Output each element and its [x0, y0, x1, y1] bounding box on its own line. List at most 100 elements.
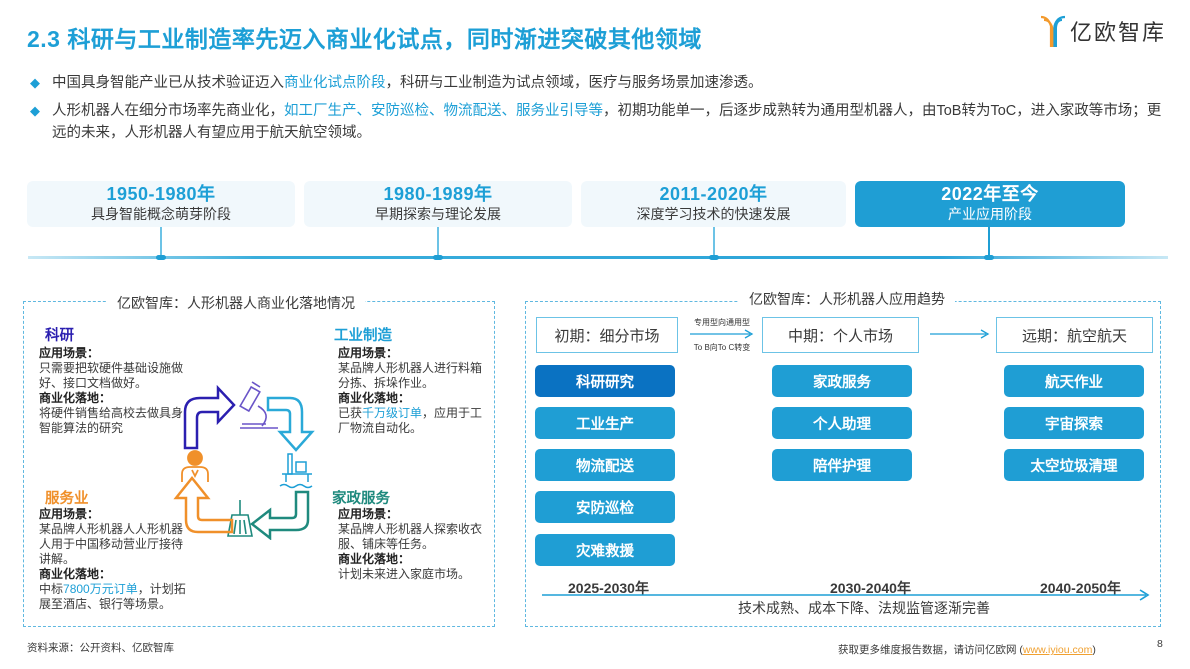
timeline-axis	[28, 256, 1168, 259]
logo-text: 亿欧智库	[1070, 20, 1167, 45]
broom-icon	[227, 500, 253, 537]
scene-label: 应用场景：	[338, 346, 399, 360]
stage-mid: 中期：个人市场	[762, 317, 919, 353]
cycle-diagram	[173, 381, 315, 540]
logo-mark-icon	[1040, 15, 1066, 47]
scene-label: 应用场景：	[39, 346, 100, 360]
trend-panel-title: 亿欧智库：人形机器人应用趋势	[739, 289, 955, 309]
scene-label: 应用场景：	[39, 507, 100, 521]
timeline-dot	[984, 255, 994, 260]
comm-highlight: 千万级订单	[362, 406, 423, 420]
trend-item: 个人助理	[772, 407, 912, 439]
timeline-tick	[713, 227, 715, 257]
trend-item: 太空垃圾清理	[1004, 449, 1144, 481]
more-info-text: 获取更多维度报告数据，请访问亿欧网 (	[838, 644, 1023, 656]
phase-years: 1950-1980年	[106, 184, 216, 204]
timeline-phase-3: 2011-2020年 深度学习技术的快速发展	[581, 181, 846, 227]
service-person-icon	[181, 450, 209, 482]
bullet-1: ◆ 中国具身智能产业已从技术验证迈入商业化试点阶段，科研与工业制造为试点领域，医…	[30, 72, 763, 94]
trend-item: 安防巡检	[535, 491, 675, 523]
arrow-left-up-icon	[173, 475, 234, 534]
comm-text: ，计划拓展至酒店、银行等场景。	[39, 582, 186, 611]
comm-text: 已获	[338, 406, 363, 420]
section-heading-research: 科研	[45, 324, 74, 345]
comm-text: 中标	[39, 582, 64, 596]
bullet-text: 人形机器人在细分市场率先商业化，	[52, 103, 284, 119]
trend-item: 科研研究	[535, 365, 675, 397]
section-heading-service: 服务业	[45, 491, 89, 507]
timeline-tick	[160, 227, 162, 257]
bullet-highlight: 商业化试点阶段	[284, 75, 386, 91]
progress-arrow-icon	[542, 589, 1150, 601]
arrow-down-left-icon	[249, 490, 310, 540]
page-number: 8	[1157, 638, 1163, 650]
timeline-dot	[156, 255, 166, 260]
bullet-text: ，科研与工业制造为试点领域，医疗与服务场景加速渗透。	[385, 75, 763, 91]
stage-early: 初期：细分市场	[536, 317, 678, 353]
comm-text: 将硬件销售给高校去做具身智能算法的研究	[39, 406, 184, 435]
scene-text: 只需要把软硬件基础设施做好、接口文档做好。	[39, 361, 184, 390]
diamond-bullet-icon: ◆	[30, 103, 40, 118]
timeline-dot	[433, 255, 443, 260]
comm-label: 商业化落地：	[39, 391, 112, 405]
timeline-tick	[437, 227, 439, 257]
trend-item: 工业生产	[535, 407, 675, 439]
scene-text: 某品牌人形机器人探索收衣服、铺床等任务。	[338, 522, 483, 551]
transition-label-top: 专用型向通用型	[694, 318, 750, 327]
section-body-research: 应用场景： 只需要把软硬件基础设施做好、接口文档做好。 商业化落地： 将硬件销售…	[39, 346, 189, 436]
more-info-text: )	[1092, 644, 1096, 656]
comm-highlight: 7800万元订单	[63, 582, 138, 596]
era-label: 2040-2050年	[1040, 580, 1121, 596]
comm-label: 商业化落地：	[39, 567, 112, 581]
section-heading-housekeeping: 家政服务	[332, 491, 390, 507]
trend-item: 宇宙探索	[1004, 407, 1144, 439]
trend-item: 家政服务	[772, 365, 912, 397]
arrow-up-right-icon	[183, 384, 236, 450]
timeline-phase-2: 1980-1989年 早期探索与理论发展	[304, 181, 572, 227]
section-body-manufacturing: 应用场景： 某品牌人形机器人进行料箱分拣、拆垛作业。 商业化落地： 已获千万级订…	[338, 346, 488, 436]
more-info: 获取更多维度报告数据，请访问亿欧网 (www.iyiou.com)	[838, 642, 1096, 657]
trend-item: 陪伴护理	[772, 449, 912, 481]
section-body-housekeeping: 应用场景： 某品牌人形机器人探索收衣服、铺床等任务。 商业化落地： 计划未来进入…	[338, 507, 488, 582]
phase-desc: 具身智能概念萌芽阶段	[91, 206, 231, 222]
page-title: 2.3 科研与工业制造率先迈入商业化试点，同时渐进突破其他领域	[27, 26, 702, 52]
era-label: 2030-2040年	[830, 580, 911, 596]
oil-rig-icon	[279, 453, 313, 489]
comm-text: 计划未来进入家庭市场。	[338, 567, 471, 581]
arrow-right-icon	[930, 329, 990, 339]
phase-desc: 早期探索与理论发展	[375, 206, 501, 222]
comm-text: ，应用于工厂物流自动化。	[338, 406, 483, 435]
timeline-tick	[988, 227, 990, 257]
section-body-service: 应用场景： 某品牌人形机器人人形机器人用于中国移动营业厅接待讲解。 商业化落地：…	[39, 507, 189, 612]
stage-far: 远期：航空航天	[996, 317, 1153, 353]
diamond-bullet-icon: ◆	[30, 75, 40, 90]
iyiou-link[interactable]: www.iyiou.com	[1022, 644, 1093, 656]
trend-item: 航天作业	[1004, 365, 1144, 397]
heading-text: 科研	[45, 328, 74, 344]
trend-item: 物流配送	[535, 449, 675, 481]
phase-desc: 产业应用阶段	[948, 206, 1032, 222]
phase-years: 2011-2020年	[659, 184, 768, 204]
axis-caption: 技术成熟、成本下降、法规监管逐渐完善	[738, 600, 990, 616]
phase-years: 2022年至今	[941, 184, 1039, 204]
bullet-text: ，初期功能单一，后逐步成熟转为通用型机器人，由ToB转为ToC，进入家政等市场；…	[52, 103, 1162, 141]
timeline-phase-1: 1950-1980年 具身智能概念萌芽阶段	[27, 181, 295, 227]
microscope-icon	[239, 381, 278, 429]
arrow-right-down-icon	[266, 396, 315, 452]
bullet-text: 中国具身智能产业已从技术验证迈入	[52, 75, 284, 91]
section-heading-manufacturing: 工业制造	[334, 328, 392, 344]
comm-label: 商业化落地：	[338, 391, 411, 405]
scene-label: 应用场景：	[338, 507, 399, 521]
trend-item: 灾难救援	[535, 534, 675, 566]
bullet-highlight: 如工厂生产、安防巡检、物流配送、服务业引导等	[284, 103, 603, 119]
scene-text: 某品牌人形机器人进行料箱分拣、拆垛作业。	[338, 361, 483, 390]
commercialization-panel-title: 亿欧智库：人形机器人商业化落地情况	[107, 293, 365, 313]
scene-text: 某品牌人形机器人人形机器人用于中国移动营业厅接待讲解。	[39, 522, 184, 566]
timeline-dot	[709, 255, 719, 260]
era-label: 2025-2030年	[568, 580, 649, 596]
comm-label: 商业化落地：	[338, 552, 411, 566]
timeline-phase-4: 2022年至今 产业应用阶段	[855, 181, 1125, 227]
phase-years: 1980-1989年	[383, 184, 493, 204]
brand-logo: 亿欧智库	[1040, 14, 1166, 48]
transition-label-bottom: To B向To C转变	[693, 343, 751, 352]
